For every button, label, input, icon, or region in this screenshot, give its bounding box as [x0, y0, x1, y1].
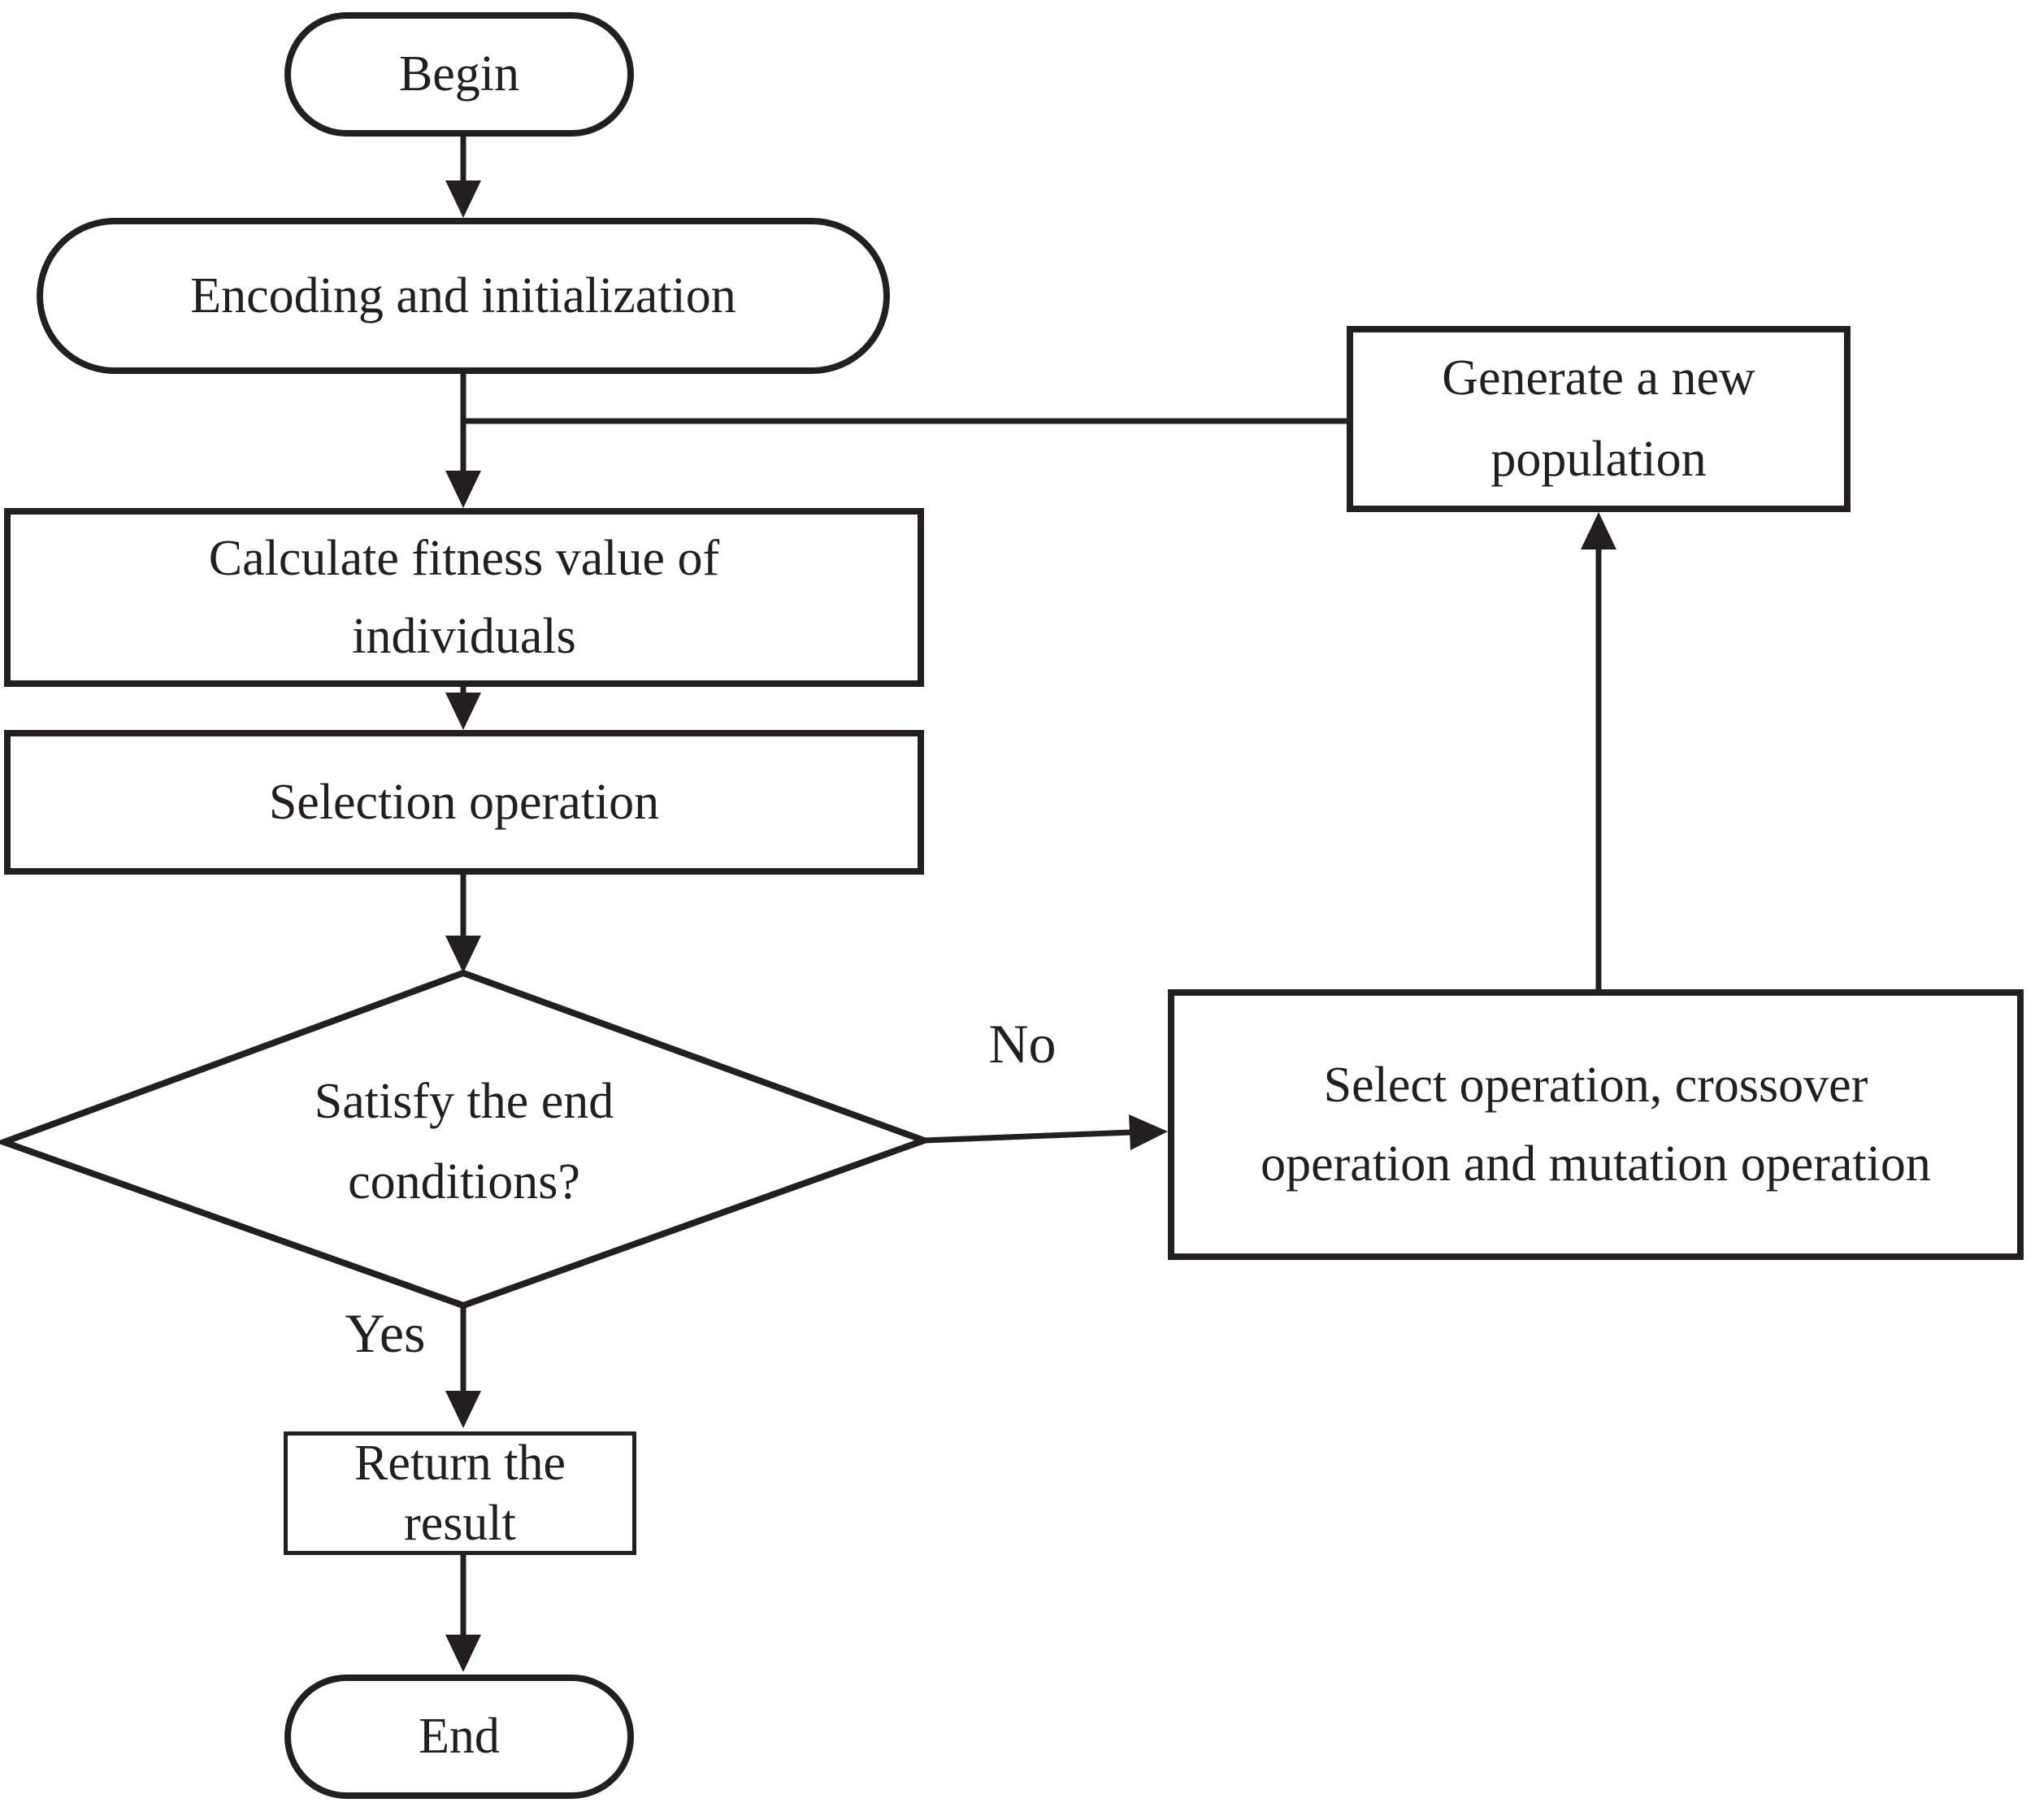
node-return-result: Return the result [284, 1431, 636, 1555]
node-generate-line2: population [1490, 431, 1707, 487]
node-return-line2: result [404, 1496, 516, 1551]
edge-label-no: No [988, 1013, 1057, 1075]
node-generate-population: Generate a new population [1347, 326, 1851, 512]
node-calculate-line2: individuals [352, 609, 576, 664]
arrowhead-return-end [445, 1635, 481, 1672]
node-decision-line1: Satisfy the end [314, 1073, 614, 1129]
arrowhead-begin-encoding [445, 180, 481, 218]
arrowhead-calculate-selection [445, 693, 481, 730]
node-end-label: End [419, 1709, 500, 1765]
node-calculate-fitness: Calculate fitness value of individuals [4, 508, 924, 687]
arrowhead-selectop-generate [1581, 512, 1616, 549]
node-decision-line2: conditions? [348, 1154, 580, 1210]
edge-label-yes: Yes [345, 1302, 426, 1364]
node-begin-label: Begin [398, 46, 520, 102]
node-selectop-line1: Select operation, crossover [1323, 1058, 1868, 1114]
node-selection-operation: Selection operation [4, 730, 924, 875]
arrowhead-encoding-calculate [445, 471, 481, 508]
node-selectop-line2: operation and mutation operation [1260, 1136, 1931, 1192]
node-end: End [284, 1674, 634, 1799]
node-return-line1: Return the [354, 1435, 566, 1491]
node-generate-line1: Generate a new [1442, 350, 1755, 406]
arrowhead-decision-selectop [1129, 1114, 1168, 1150]
edge-decision-selectop [923, 1129, 1132, 1144]
node-calculate-line1: Calculate fitness value of [208, 530, 720, 586]
node-select-crossover-mutation: Select operation, crossover operation an… [1168, 989, 2024, 1260]
arrowhead-decision-return [445, 1391, 481, 1428]
node-decision-satisfy-conditions: Satisfy the end conditions? [139, 1061, 789, 1223]
arrowhead-selection-decision [445, 936, 481, 973]
node-begin: Begin [284, 12, 634, 137]
node-encoding-initialization: Encoding and initialization [37, 218, 890, 374]
node-selection-label: Selection operation [268, 774, 660, 830]
node-encoding-label: Encoding and initialization [190, 267, 736, 324]
